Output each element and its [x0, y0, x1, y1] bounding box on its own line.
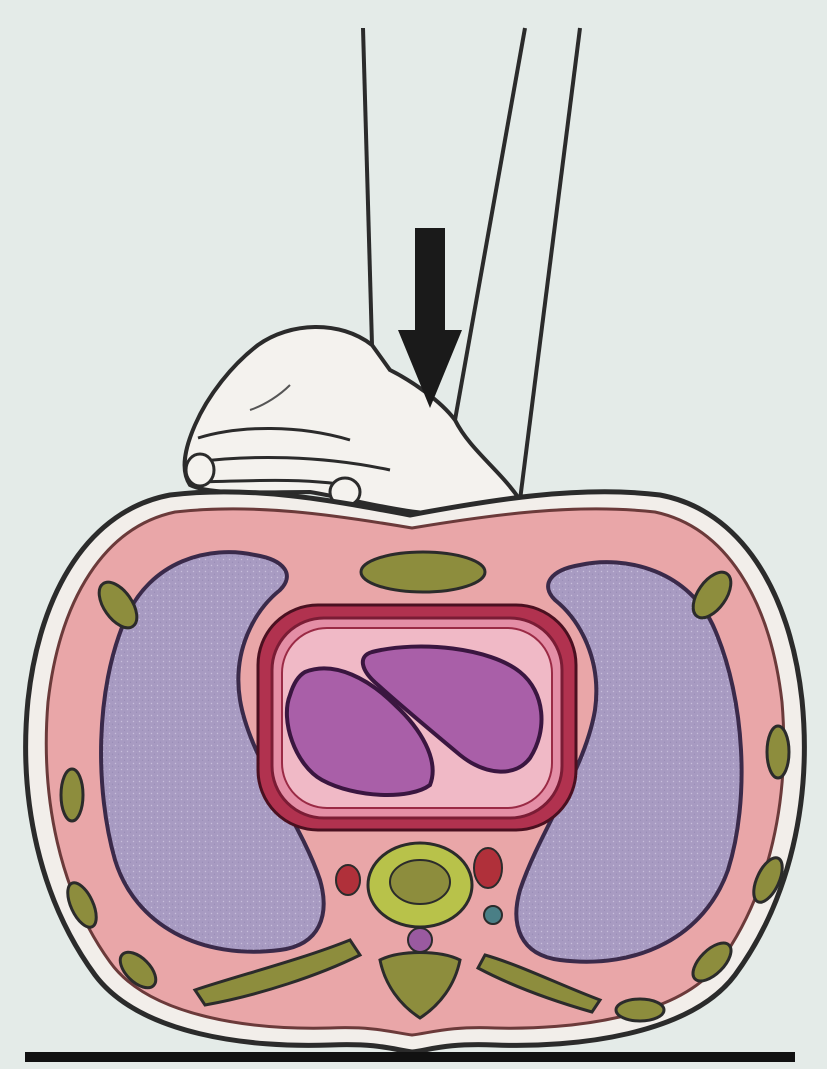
- spinal-canal: [408, 928, 432, 952]
- esophagus: [484, 906, 502, 924]
- vena-cava: [336, 865, 360, 895]
- sternum: [361, 552, 485, 592]
- aorta: [474, 848, 502, 888]
- support-surface: [25, 1052, 795, 1062]
- heart: [258, 605, 576, 830]
